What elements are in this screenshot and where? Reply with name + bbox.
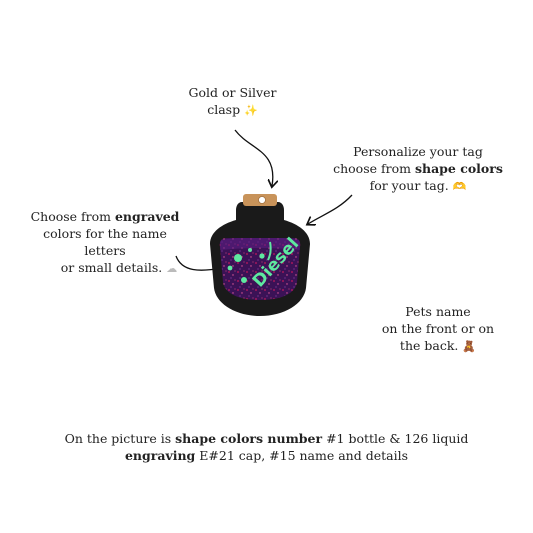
caption-line2-post: E#21 cap, #15 name and details — [195, 448, 408, 463]
personalize-annotation: Personalize your tag choose from shape c… — [328, 143, 508, 195]
caption: On the picture is shape colors number #1… — [20, 430, 513, 464]
cloud-icon: ☁ — [166, 262, 178, 275]
caption-line2-bold: engraving — [124, 448, 196, 463]
glitter-liquid — [219, 238, 301, 300]
clasp-annotation: Gold or Silver clasp ✨ — [170, 84, 295, 119]
engraved-annotation: Choose from engraved colors for the name… — [16, 208, 186, 277]
personalize-arrow — [308, 194, 353, 224]
caption-line1-post: #1 bottle & 126 liquid — [322, 431, 469, 446]
sparkles-icon: ✨ — [244, 104, 258, 117]
engraved-line2: colors for the name letters — [43, 226, 167, 258]
engraved-line3: or small details. — [60, 260, 163, 275]
caption-line1-bold: shape colors number — [175, 431, 323, 446]
clasp-line1: Gold or Silver — [188, 85, 277, 100]
engraved-dot — [234, 254, 242, 262]
pets-line2: on the front or on — [381, 321, 495, 336]
engraved-line1-bold: engraved — [114, 209, 180, 224]
clasp-hole — [258, 196, 266, 204]
caption-line1-pre: On the picture is — [64, 431, 176, 446]
potion-bottle-tag: Diesel — [210, 194, 310, 316]
pets-line3: the back. — [399, 338, 459, 353]
engraved-dot — [248, 248, 252, 252]
pets-line1: Pets name — [405, 304, 471, 319]
personalize-line2-pre: choose from — [333, 161, 415, 176]
personalize-line2-bold: shape colors — [414, 161, 503, 176]
engraved-dot — [259, 253, 265, 259]
engraved-drip — [267, 241, 272, 261]
heart-hands-icon: 🫶 — [452, 180, 467, 193]
pets-annotation: Pets name on the front or on the back. 🧸 — [368, 303, 508, 355]
engraved-dot — [241, 277, 247, 283]
engraved-dot — [227, 265, 233, 271]
personalize-line3: for your tag. — [369, 178, 449, 193]
clasp-line2: clasp — [207, 102, 241, 117]
personalize-line1: Personalize your tag — [353, 144, 483, 159]
engraved-line1-pre: Choose from — [30, 209, 115, 224]
teddy-bear-icon: 🧸 — [462, 340, 477, 353]
clasp-arrow — [234, 129, 273, 186]
